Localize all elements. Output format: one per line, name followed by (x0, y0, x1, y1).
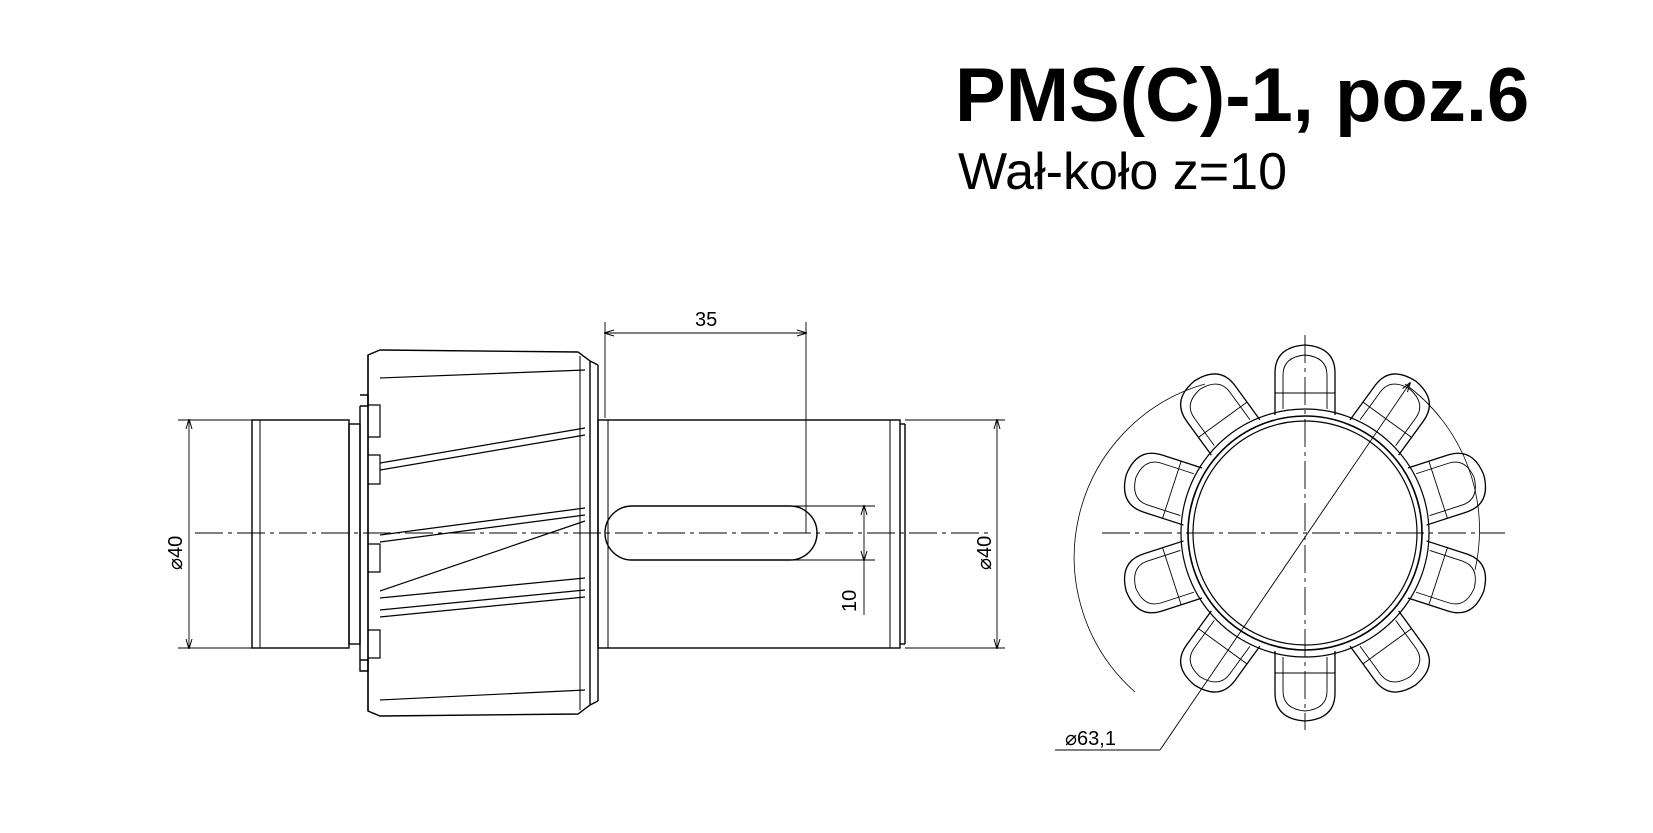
gear-tooth (1349, 610, 1431, 693)
gear-tooth (1274, 651, 1336, 722)
dim-slot-length: 35 (695, 309, 717, 331)
gear-teeth (1123, 344, 1487, 722)
bore-inner (1192, 420, 1418, 646)
drawing-subtitle: Wał-koło z=10 (958, 143, 1287, 201)
side-dimensions (178, 322, 1005, 648)
gear-tooth (1123, 452, 1203, 526)
bore-outer (1187, 415, 1423, 651)
dim-gear-diameter: ⌀63,1 (1065, 728, 1116, 750)
left-collar (348, 423, 361, 645)
dim-right-diameter: ⌀40 (974, 536, 996, 570)
gear-tooth (1274, 344, 1336, 415)
dim-left-diameter: ⌀40 (165, 536, 187, 570)
right-shaft (597, 419, 906, 649)
side-view (195, 349, 990, 717)
drawing-title: PMS(C)-1, poz.6 (955, 53, 1530, 138)
diameter-leader (1159, 383, 1410, 751)
root-circle (1180, 408, 1430, 658)
gear-tooth (1123, 540, 1203, 614)
gear-tooth (1179, 610, 1261, 693)
front-view (1055, 335, 1505, 751)
gear-tooth (1407, 452, 1487, 526)
gear-tooth (1407, 540, 1487, 614)
gear-tooth (1179, 373, 1261, 456)
left-shaft (251, 419, 350, 649)
gear-tooth (1349, 373, 1431, 456)
dim-slot-width: 10 (839, 590, 861, 612)
